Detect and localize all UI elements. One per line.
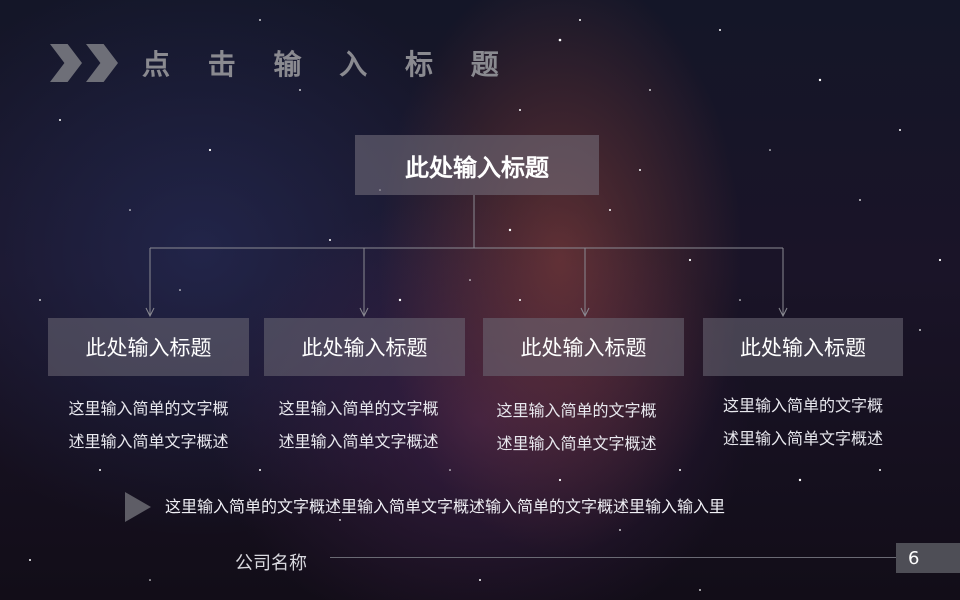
double-chevron-icon xyxy=(50,41,130,85)
sub-title-box-2[interactable]: 此处输入标题 xyxy=(264,318,465,376)
summary-text[interactable]: 这里输入简单的文字概述里输入简单文字概述输入简单的文字概述里输入输入里 xyxy=(165,497,726,516)
description-line: 述里输入简单文字概述 xyxy=(278,432,439,451)
description-2[interactable]: 这里输入简单的文字概 述里输入简单文字概述 xyxy=(258,392,459,458)
page-number: 6 xyxy=(896,543,960,573)
slide-title[interactable]: 点 击 输 入 标 题 xyxy=(142,48,513,81)
footer-divider xyxy=(330,557,900,558)
description-4[interactable]: 这里输入简单的文字概 述里输入简单文字概述 xyxy=(703,389,903,455)
description-3[interactable]: 这里输入简单的文字概 述里输入简单文字概述 xyxy=(476,394,677,460)
sub-title-box-4[interactable]: 此处输入标题 xyxy=(703,318,903,376)
top-title-box[interactable]: 此处输入标题 xyxy=(355,135,599,195)
sub-title-box-1[interactable]: 此处输入标题 xyxy=(48,318,249,376)
company-name[interactable]: 公司名称 xyxy=(235,553,307,574)
sub-title-box-3[interactable]: 此处输入标题 xyxy=(483,318,684,376)
description-line: 这里输入简单的文字概 xyxy=(68,399,229,418)
description-line: 述里输入简单文字概述 xyxy=(722,429,883,448)
description-line: 这里输入简单的文字概 xyxy=(278,399,439,418)
description-line: 述里输入简单文字概述 xyxy=(496,434,657,453)
description-line: 这里输入简单的文字概 xyxy=(722,396,883,415)
description-line: 这里输入简单的文字概 xyxy=(496,401,657,420)
slide-header: 点 击 输 入 标 题 xyxy=(50,38,513,88)
triangle-bullet-icon xyxy=(125,492,151,522)
description-1[interactable]: 这里输入简单的文字概 述里输入简单文字概述 xyxy=(48,392,249,458)
description-line: 述里输入简单文字概述 xyxy=(68,432,229,451)
